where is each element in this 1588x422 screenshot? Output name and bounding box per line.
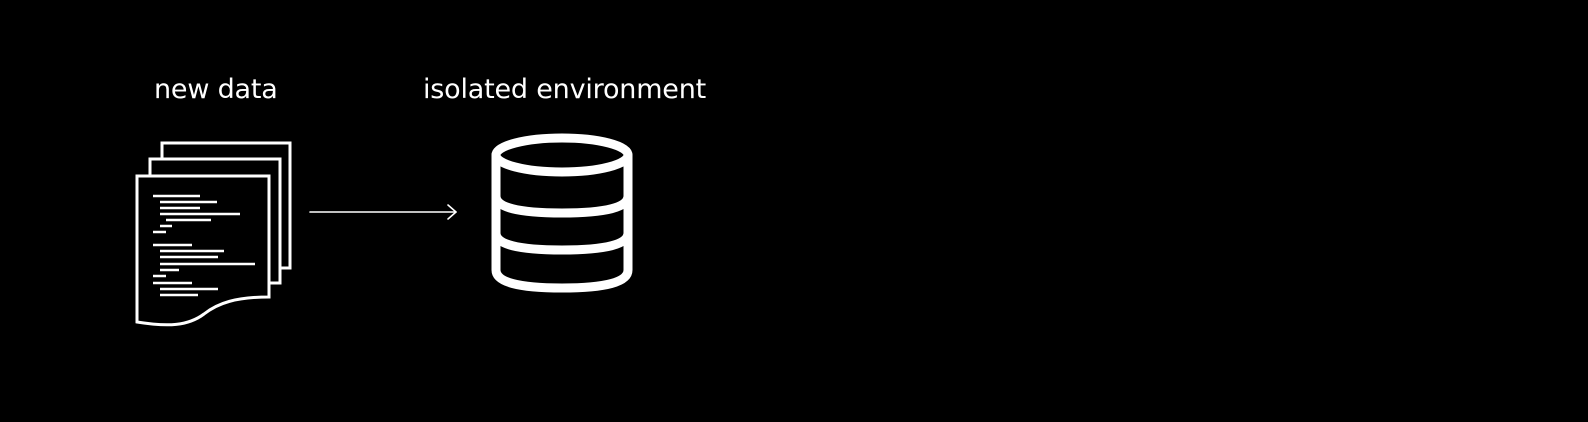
document-text-lines: [153, 194, 255, 297]
database-icon: [491, 133, 633, 293]
database-ring-1: [491, 191, 633, 218]
database-ring-2: [491, 228, 633, 255]
documents-stack-icon: [135, 141, 292, 327]
database-side: [491, 150, 633, 293]
database-top: [491, 133, 633, 177]
arrow-right-icon: [309, 204, 457, 220]
new-data-label: new data: [154, 74, 278, 105]
isolated-environment-label: isolated environment: [423, 74, 707, 105]
